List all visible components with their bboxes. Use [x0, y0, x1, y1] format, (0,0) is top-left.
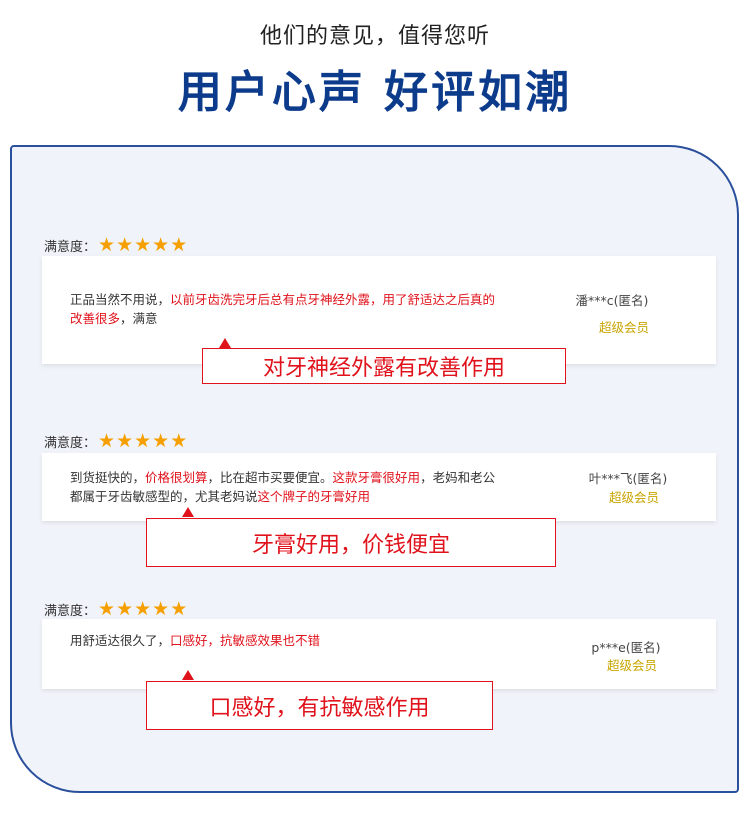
rating-row: 满意度： ★★★★★: [44, 599, 188, 619]
star-rating: ★★★★★: [98, 235, 188, 255]
star-rating: ★★★★★: [98, 431, 188, 451]
review-text: 用舒适达很久了，口感好，抗敏感效果也不错: [70, 631, 500, 650]
reviewer-name: 潘***c(匿名): [575, 293, 649, 308]
star-icon: ★: [134, 430, 152, 452]
rating-label: 满意度：: [44, 239, 97, 255]
star-icon: ★: [134, 234, 152, 256]
rating-label: 满意度：: [44, 603, 97, 619]
reviewer-name: 叶***飞(匿名): [588, 471, 668, 486]
rating-label: 满意度：: [44, 435, 97, 451]
review-card: 到货挺快的，价格很划算，比在超市买要便宜。这款牙膏很好用，老妈和老公都属于牙齿敏…: [42, 453, 716, 521]
review-text-segment: ，老妈和老公都属于牙齿敏感型的，尤其老妈说: [70, 470, 496, 504]
highlighted-text: 口感好，抗敏感效果也不错: [170, 633, 321, 648]
highlighted-text: 价格很划算: [145, 470, 208, 485]
review-card: 正品当然不用说，以前牙齿洗完牙后总有点牙神经外露，用了舒适达之后真的改善很多，满…: [42, 256, 716, 364]
highlighted-text: 这款牙膏很好用: [332, 470, 421, 485]
star-icon: ★: [170, 234, 188, 256]
reviewer-name: p***e(匿名): [591, 640, 661, 655]
highlighted-text: 以前牙齿洗完牙后总有点牙神经外露，用了舒适达之后真的改善很多: [70, 292, 496, 326]
review-text-segment: 用舒适达很久了，: [70, 633, 171, 648]
star-icon: ★: [170, 598, 188, 620]
highlighted-text: 这个牌子的牙膏好用: [257, 489, 371, 504]
review-callout: 口感好，有抗敏感作用: [146, 681, 493, 730]
callout-pointer-icon: [219, 338, 231, 348]
star-icon: ★: [116, 430, 134, 452]
member-level-badge: 超级会员: [608, 490, 659, 505]
rating-row: 满意度： ★★★★★: [44, 235, 188, 255]
page-title: 用户心声 好评如潮: [177, 67, 573, 118]
star-icon: ★: [98, 598, 116, 620]
star-icon: ★: [98, 430, 116, 452]
star-icon: ★: [134, 598, 152, 620]
star-icon: ★: [98, 234, 116, 256]
review-text-segment: ，满意: [120, 311, 158, 326]
review-callout: 对牙神经外露有改善作用: [202, 348, 566, 384]
review-card: 用舒适达很久了，口感好，抗敏感效果也不错 p***e(匿名) 超级会员: [42, 619, 716, 689]
callout-pointer-icon: [182, 670, 194, 680]
star-icon: ★: [170, 430, 188, 452]
star-icon: ★: [116, 234, 134, 256]
star-icon: ★: [116, 598, 134, 620]
review-text: 正品当然不用说，以前牙齿洗完牙后总有点牙神经外露，用了舒适达之后真的改善很多，满…: [70, 290, 500, 328]
callout-pointer-icon: [182, 507, 194, 517]
member-level-badge: 超级会员: [598, 320, 649, 335]
review-text-segment: 正品当然不用说，: [70, 292, 171, 307]
star-rating: ★★★★★: [98, 599, 188, 619]
page-subtitle: 他们的意见，值得您听: [259, 24, 490, 49]
member-level-badge: 超级会员: [606, 658, 657, 673]
review-callout: 牙膏好用，价钱便宜: [146, 518, 556, 567]
rating-row: 满意度： ★★★★★: [44, 431, 188, 451]
star-icon: ★: [152, 598, 170, 620]
star-icon: ★: [152, 234, 170, 256]
star-icon: ★: [152, 430, 170, 452]
review-text-segment: 到货挺快的，: [70, 470, 146, 485]
review-text: 到货挺快的，价格很划算，比在超市买要便宜。这款牙膏很好用，老妈和老公都属于牙齿敏…: [70, 468, 500, 506]
review-text-segment: ，比在超市买要便宜。: [207, 470, 333, 485]
